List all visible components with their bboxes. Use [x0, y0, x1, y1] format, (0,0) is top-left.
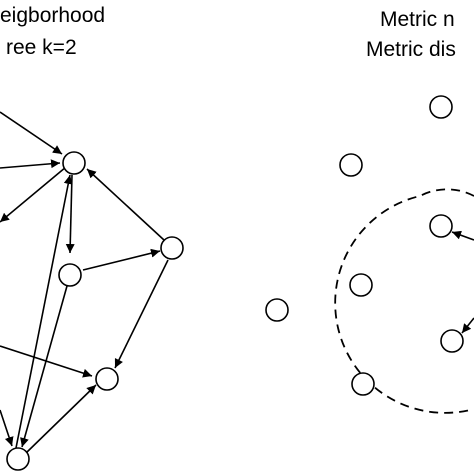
node-a	[62, 151, 86, 175]
node-g	[440, 329, 464, 353]
node-m5	[351, 372, 375, 396]
edge-offscreen-to-e	[0, 409, 14, 447]
node-e	[6, 447, 30, 471]
edge-c-to-d	[114, 259, 169, 369]
left-edges	[0, 111, 169, 454]
edge-c-to-a	[86, 168, 165, 241]
edge-offscreen-to-f	[451, 230, 474, 241]
node-m4	[265, 298, 289, 322]
edge-offscreen-to-a-2	[0, 111, 63, 155]
left-nodes	[6, 151, 184, 471]
node-m1	[429, 95, 453, 119]
node-f	[429, 214, 453, 238]
node-b	[58, 263, 82, 287]
edge-offscreen-to-a	[0, 159, 61, 169]
left-title-line1: eigborhood	[0, 4, 106, 27]
right-title-line1: Metric n	[380, 8, 455, 31]
edge-b-to-e	[20, 285, 68, 448]
node-c	[160, 236, 184, 260]
edge-offscreen-to-d	[0, 345, 93, 378]
edge-b-to-c	[82, 248, 161, 271]
right-panel	[265, 95, 474, 414]
edge-offscreen-to-g	[461, 317, 474, 334]
node-d	[95, 367, 119, 391]
edge-e-to-d	[25, 384, 97, 454]
left-title-line2: ree k=2	[6, 36, 77, 59]
edge-a-to-offscreen	[0, 166, 67, 223]
edge-e-to-a	[15, 174, 73, 449]
edge-a-to-b	[65, 174, 75, 254]
node-m2	[339, 153, 363, 177]
metric-radius-circle	[334, 188, 474, 414]
right-title-line2: Metric dis	[366, 38, 456, 61]
node-m3	[349, 273, 373, 297]
